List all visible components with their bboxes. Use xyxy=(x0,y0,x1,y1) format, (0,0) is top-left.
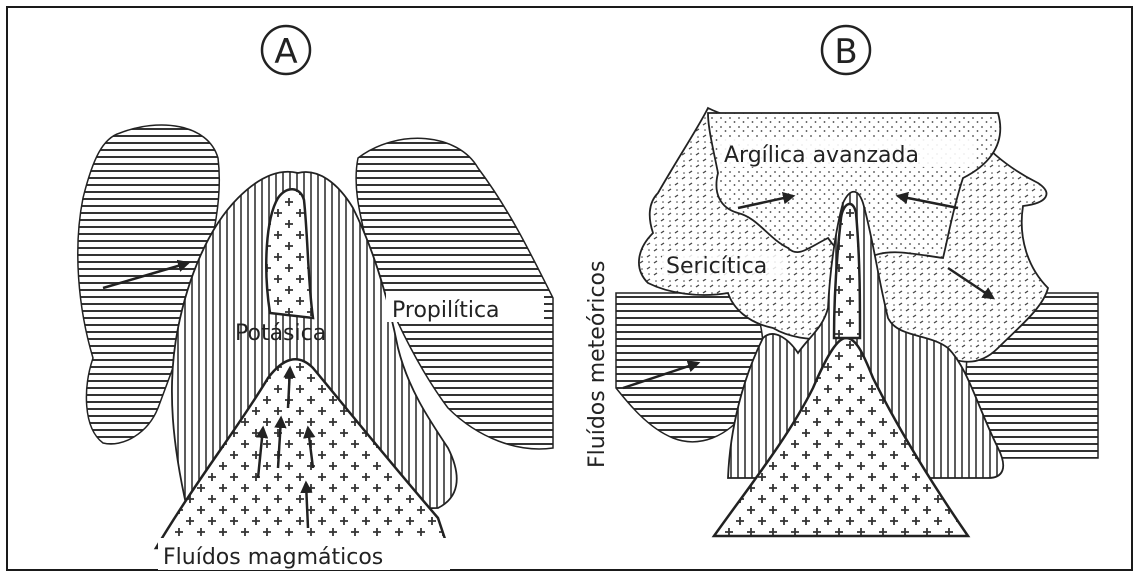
panel-a-propylitic-label: Propilítica xyxy=(392,298,500,323)
panel-a-letter: A xyxy=(274,32,297,72)
panel-b-advanced-argillic-label: Argílica avanzada xyxy=(724,143,919,168)
panel-a: A Potásica Propilítica Fluídos magmático… xyxy=(78,26,553,570)
panel-b-letter: B xyxy=(834,32,857,72)
panel-a-inner-core xyxy=(266,189,313,318)
figure-frame: A Potásica Propilítica Fluídos magmático… xyxy=(6,6,1133,571)
panel-b-meteoric-fluids-label: Fluídos meteóricos xyxy=(585,261,610,468)
panel-a-magmatic-fluids-label: Fluídos magmáticos xyxy=(163,545,383,570)
panel-a-potassic-label: Potásica xyxy=(235,321,326,346)
panel-b-sericitic-label: Sericítica xyxy=(666,254,767,279)
alteration-diagram: A Potásica Propilítica Fluídos magmático… xyxy=(8,8,1135,573)
panel-b: B Argílica avanzada Sericítica Fluídos m… xyxy=(585,26,1098,536)
